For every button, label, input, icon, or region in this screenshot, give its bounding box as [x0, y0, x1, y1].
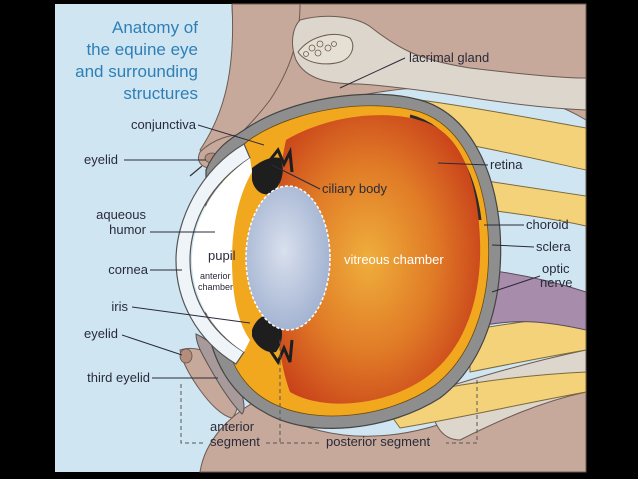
title-line-3: and surrounding: [75, 62, 198, 81]
label-lacrimal-gland: lacrimal gland: [409, 50, 489, 65]
label-aqueous-1: aqueous: [96, 207, 146, 222]
leader-ciliary-body: [271, 164, 321, 190]
title-line-2: the equine eye: [86, 40, 198, 59]
ciliary-folds-lower: [268, 339, 294, 366]
label-anterior-chamber-2: chamber: [198, 282, 233, 292]
label-choroid: choroid: [526, 217, 569, 232]
leader-lacrimal-gland: [339, 57, 406, 89]
label-iris: iris: [111, 299, 128, 314]
label-eyelid-upper: eyelid: [84, 152, 118, 167]
diagram-panel: [55, 3, 587, 473]
leader-sclera: [491, 244, 535, 248]
orbital-bone-top: [292, 15, 587, 111]
label-sclera: sclera: [536, 239, 571, 254]
leader-conjunctiva: [197, 124, 265, 146]
lower-muscle: [469, 313, 587, 373]
labels: lacrimal gland conjunctiva eyelid ciliar…: [84, 50, 573, 449]
leader-iris: [131, 306, 251, 324]
label-pupil: pupil: [208, 248, 236, 263]
label-third-eyelid: third eyelid: [87, 370, 150, 385]
label-ciliary-body: ciliary body: [322, 181, 388, 196]
label-vitreous-chamber: vitreous chamber: [344, 252, 444, 267]
eyelid-margin-lower: [179, 348, 193, 364]
label-optic-nerve-1: optic: [542, 261, 570, 276]
upper-eyelid-lashes: [189, 165, 203, 177]
upper-muscle-2: [479, 179, 587, 227]
ciliary-folds-upper: [268, 146, 294, 173]
label-aqueous-2: humor: [109, 222, 147, 237]
anterior-chamber: [192, 158, 252, 352]
diagram-title: Anatomy of the equine eye and surroundin…: [75, 18, 198, 103]
leader-retina: [437, 162, 489, 166]
label-anterior-chamber-1: anterior: [200, 271, 231, 281]
cornea-shape: [175, 143, 251, 365]
leader-optic-nerve: [491, 275, 541, 293]
leader-lines: [121, 57, 541, 379]
title-line-4: structures: [123, 84, 198, 103]
title-line-1: Anatomy of: [112, 18, 198, 37]
label-conjunctiva: conjunctiva: [131, 117, 197, 132]
label-eyelid-lower: eyelid: [84, 326, 118, 341]
lens: [245, 185, 331, 331]
segment-boundary-left: [180, 384, 206, 444]
label-anterior-segment-1: anterior: [210, 419, 255, 434]
lacrimal-gland-texture: [303, 40, 337, 57]
label-optic-nerve-2: nerve: [540, 275, 573, 290]
label-cornea: cornea: [108, 262, 149, 277]
segment-boundary-right: [446, 380, 478, 444]
leader-eyelid-lower: [121, 334, 183, 356]
vitreous-body: [276, 115, 481, 404]
label-anterior-segment-2: segment: [210, 434, 260, 449]
label-posterior-segment: posterior segment: [326, 434, 430, 449]
label-retina: retina: [490, 157, 523, 172]
